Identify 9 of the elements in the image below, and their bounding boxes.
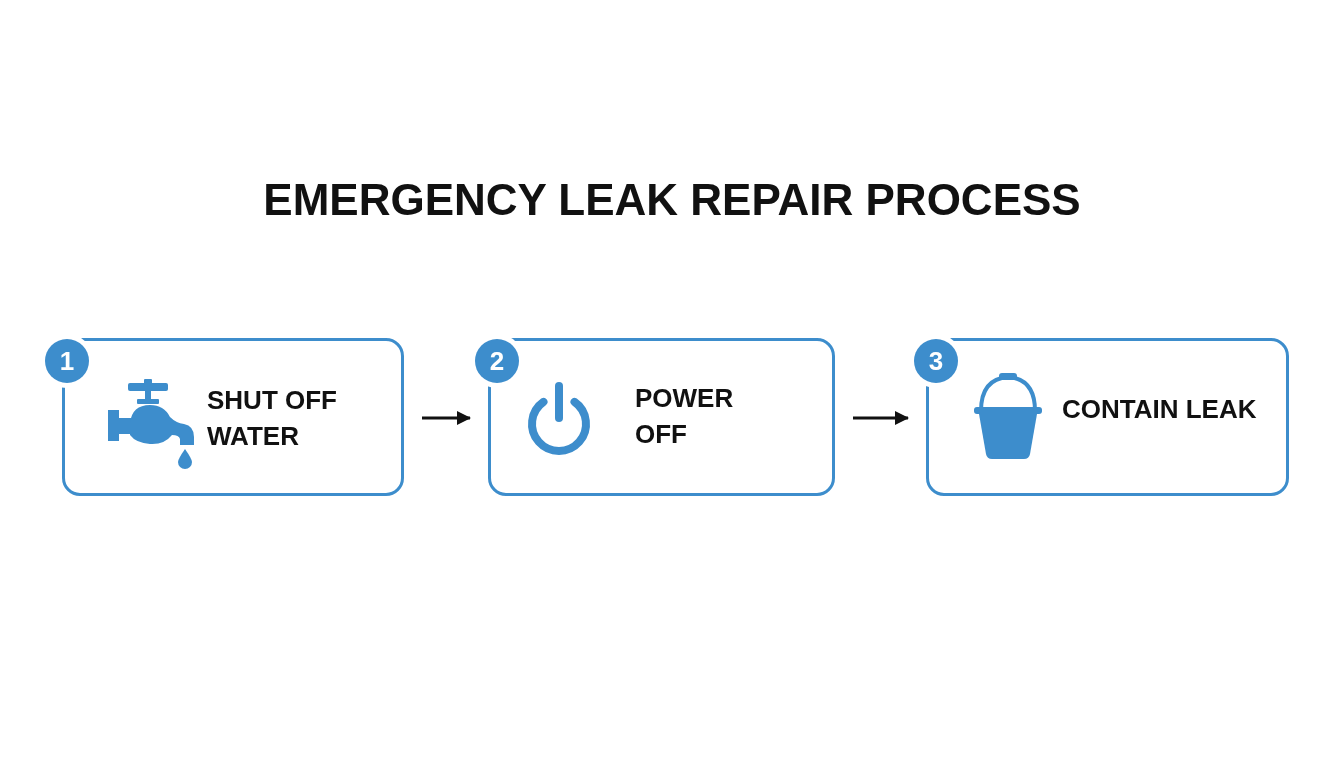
step-card — [62, 338, 404, 496]
step-label: SHUT OFF WATER — [207, 384, 338, 453]
arrow — [853, 411, 909, 425]
step-card — [488, 338, 835, 496]
step-card — [926, 338, 1289, 496]
arrow — [422, 411, 471, 425]
step-label: POWER OFF — [635, 382, 735, 451]
diagram-title: EMERGENCY LEAK REPAIR PROCESS — [263, 174, 1081, 226]
step-label: CONTAIN LEAK — [1062, 393, 1258, 426]
